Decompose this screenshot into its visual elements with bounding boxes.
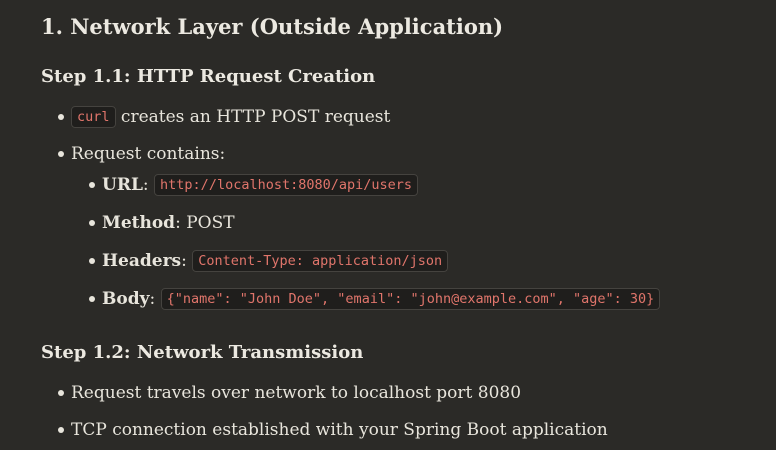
- bullet-icon: [58, 427, 64, 433]
- inline-code-url: http://localhost:8080/api/users: [154, 174, 419, 196]
- step-1-1-heading: Step 1.1: HTTP Request Creation: [41, 66, 376, 87]
- list-item-text: TCP connection established with your Spr…: [71, 420, 608, 440]
- body-label: Body: [102, 289, 150, 309]
- bullet-icon: [89, 182, 95, 188]
- list-item-text: Request contains:: [71, 144, 226, 164]
- bullet-icon: [89, 220, 95, 226]
- bullet-icon: [89, 296, 95, 302]
- bullet-icon: [58, 114, 64, 120]
- section-heading: 1. Network Layer (Outside Application): [41, 14, 504, 39]
- url-label: URL: [102, 175, 143, 195]
- url-separator: :: [142, 175, 155, 195]
- bullet-icon: [89, 258, 95, 264]
- bullet-icon: [58, 390, 64, 396]
- list-item-text: Request travels over network to localhos…: [71, 383, 522, 403]
- bullet-icon: [58, 151, 64, 157]
- list-item-curl: curl creates an HTTP POST request: [58, 105, 391, 129]
- sub-item-body: Body: {"name": "John Doe", "email": "joh…: [89, 287, 661, 311]
- list-item-tcp: TCP connection established with your Spr…: [58, 418, 608, 442]
- body-separator: :: [149, 289, 161, 309]
- sub-item-method: Method: POST: [89, 211, 235, 235]
- list-item-request-contains: Request contains:: [58, 142, 226, 166]
- step-1-2-heading: Step 1.2: Network Transmission: [41, 342, 364, 363]
- headers-label: Headers: [102, 251, 182, 271]
- method-value: : POST: [175, 213, 235, 233]
- method-label: Method: [102, 213, 176, 233]
- sub-item-url: URL: http://localhost:8080/api/users: [89, 173, 419, 197]
- inline-code-body: {"name": "John Doe", "email": "john@exam…: [160, 288, 661, 310]
- inline-code-curl: curl: [71, 106, 116, 128]
- inline-code-headers: Content-Type: application/json: [192, 250, 449, 272]
- sub-item-headers: Headers: Content-Type: application/json: [89, 249, 449, 273]
- list-item-text: creates an HTTP POST request: [115, 107, 391, 127]
- list-item-travel: Request travels over network to localhos…: [58, 381, 522, 405]
- headers-separator: :: [181, 251, 193, 271]
